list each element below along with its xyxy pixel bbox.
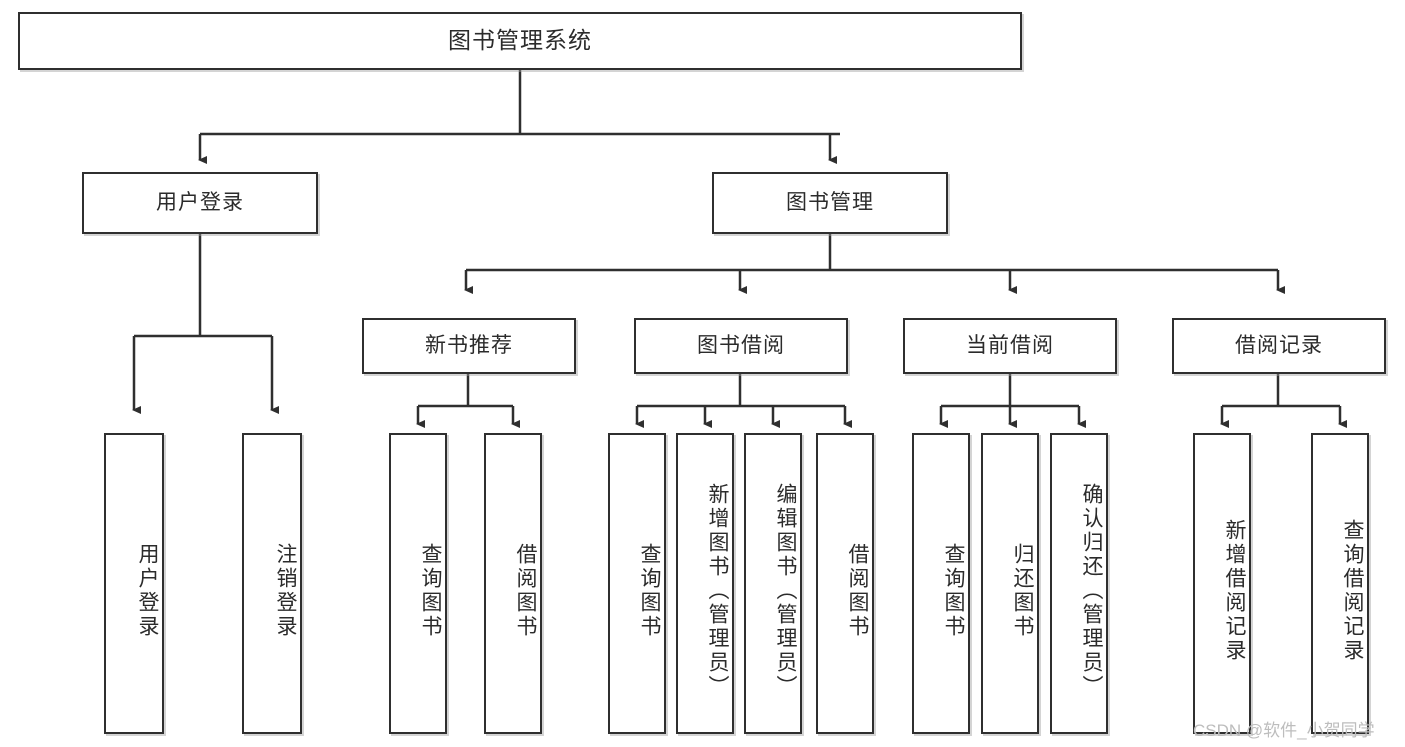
node-leaf-add-borrow-record[interactable]: 新增借阅记录 xyxy=(1193,433,1251,734)
node-label: 注销登录 xyxy=(274,542,297,639)
node-book-manage[interactable]: 图书管理 xyxy=(712,172,948,234)
node-leaf-add-book[interactable]: 新增图书（管理员） xyxy=(676,433,734,734)
node-label: 用户登录 xyxy=(136,542,159,639)
node-book-borrow[interactable]: 图书借阅 xyxy=(634,318,848,374)
node-label: 新增借阅记录 xyxy=(1223,518,1246,663)
node-leaf-user-login[interactable]: 用户登录 xyxy=(104,433,164,734)
node-leaf-return-book[interactable]: 归还图书 xyxy=(981,433,1039,734)
node-label: 新增图书（管理员） xyxy=(706,482,729,699)
node-label: 图书借阅 xyxy=(697,334,785,358)
node-label: 当前借阅 xyxy=(966,334,1054,358)
node-new-book-recommend[interactable]: 新书推荐 xyxy=(362,318,576,374)
node-leaf-query-book-1[interactable]: 查询图书 xyxy=(389,433,447,734)
node-root-book-management-system[interactable]: 图书管理系统 xyxy=(18,12,1022,70)
node-current-borrow[interactable]: 当前借阅 xyxy=(903,318,1117,374)
node-label: 用户登录 xyxy=(156,191,244,215)
node-label: 新书推荐 xyxy=(425,334,513,358)
node-leaf-borrow-book-2[interactable]: 借阅图书 xyxy=(816,433,874,734)
node-label: 查询图书 xyxy=(942,542,965,639)
node-label: 借阅图书 xyxy=(514,542,537,639)
node-leaf-borrow-book-1[interactable]: 借阅图书 xyxy=(484,433,542,734)
node-user-login[interactable]: 用户登录 xyxy=(82,172,318,234)
node-label: 借阅记录 xyxy=(1235,334,1323,358)
csdn-watermark: CSDN @软件_小贺同学 xyxy=(1193,721,1375,740)
node-leaf-confirm-return[interactable]: 确认归还（管理员） xyxy=(1050,433,1108,734)
node-label: 查询图书 xyxy=(419,542,442,639)
node-leaf-logout[interactable]: 注销登录 xyxy=(242,433,302,734)
node-label: 借阅图书 xyxy=(846,542,869,639)
node-leaf-edit-book[interactable]: 编辑图书（管理员） xyxy=(744,433,802,734)
node-label: 查询借阅记录 xyxy=(1341,518,1364,663)
node-leaf-query-book-3[interactable]: 查询图书 xyxy=(912,433,970,734)
node-label: 图书管理系统 xyxy=(448,27,592,54)
node-label: 编辑图书（管理员） xyxy=(774,482,797,699)
node-label: 查询图书 xyxy=(638,542,661,639)
node-label: 归还图书 xyxy=(1011,542,1034,639)
node-label: 确认归还（管理员） xyxy=(1080,482,1103,699)
node-borrow-record[interactable]: 借阅记录 xyxy=(1172,318,1386,374)
node-leaf-query-borrow-record[interactable]: 查询借阅记录 xyxy=(1311,433,1369,734)
node-leaf-query-book-2[interactable]: 查询图书 xyxy=(608,433,666,734)
node-label: 图书管理 xyxy=(786,191,874,215)
